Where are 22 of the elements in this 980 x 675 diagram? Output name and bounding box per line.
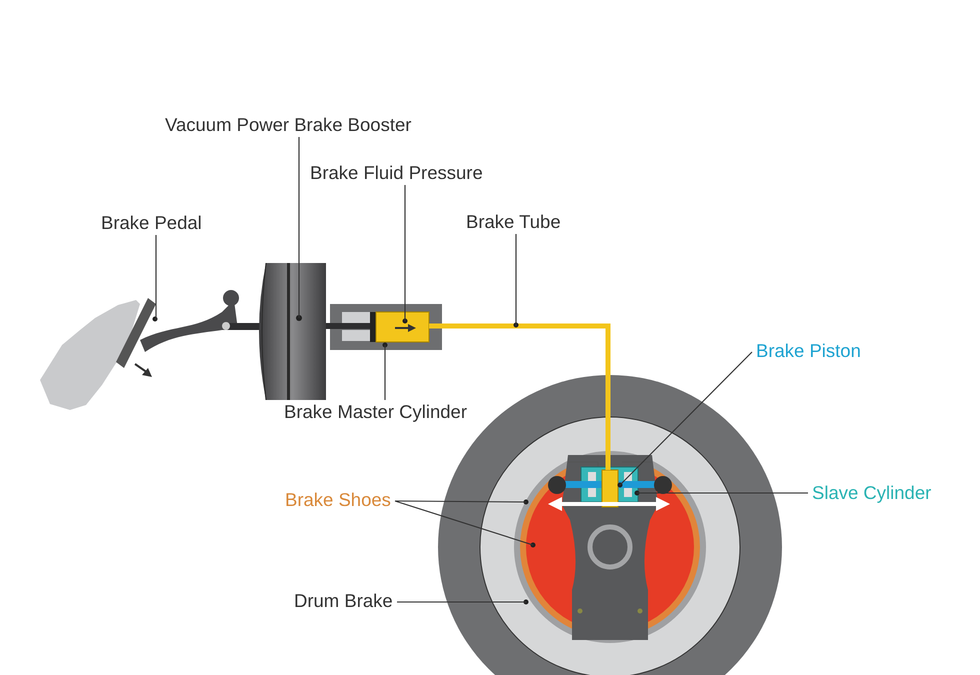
leader-line	[298, 137, 300, 318]
callout-label: Slave Cylinder	[812, 482, 932, 504]
leader-line	[384, 345, 386, 400]
leader-line	[394, 500, 534, 546]
master-cylinder-drawing	[326, 304, 442, 350]
leader-line	[404, 185, 406, 321]
leader-line	[397, 601, 526, 603]
brake-pedal-drawing	[116, 290, 260, 377]
callout-label: Brake Master Cylinder	[284, 401, 468, 423]
leader-line	[637, 492, 808, 494]
leader-line	[155, 235, 157, 320]
callout-label: Brake Fluid Pressure	[310, 162, 483, 184]
leader-line	[620, 352, 752, 486]
callout-label: Brake Tube	[466, 211, 561, 233]
callout-label: Brake Shoes	[285, 489, 391, 511]
callout-label: Drum Brake	[294, 590, 393, 612]
leader-line	[515, 234, 517, 326]
brake-booster-drawing	[259, 262, 326, 400]
leader-line	[395, 500, 526, 503]
callout-label: Vacuum Power Brake Booster	[165, 114, 412, 136]
callout-label: Brake Pedal	[101, 212, 202, 234]
callout-label: Brake Piston	[756, 340, 861, 362]
